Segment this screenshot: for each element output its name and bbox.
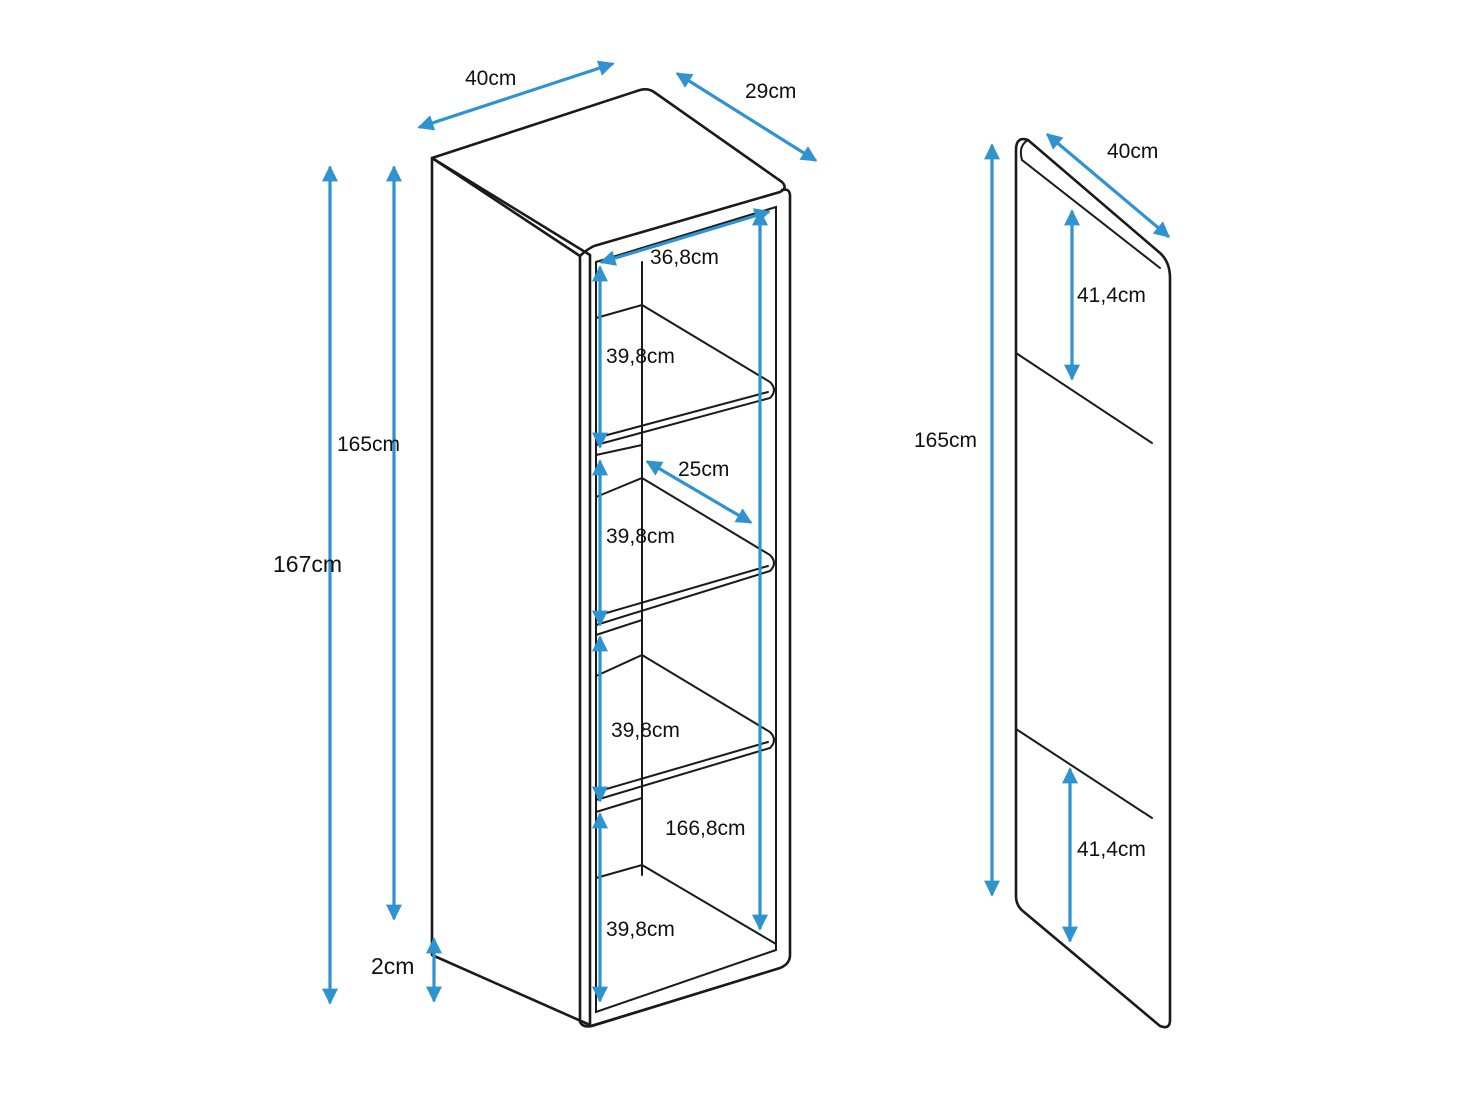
compartment-3-label: 39,8cm (611, 719, 680, 742)
cabinet-drawing (430, 88, 792, 1028)
door-drawing (1014, 137, 1172, 1029)
door-top-divider (1015, 352, 1153, 444)
cabinet-top-panel (430, 88, 786, 258)
cabinet-depth-label: 29cm (745, 80, 796, 103)
door-outline (1014, 137, 1172, 1029)
cabinet-front-frame (578, 188, 792, 1028)
body-height-label: 165cm (337, 433, 400, 456)
door-width-label: 40cm (1107, 140, 1158, 163)
door-edge (1019, 139, 1161, 269)
shelf-3 (595, 618, 775, 801)
dimension-labels: 40cm 29cm 167cm 165cm 2cm 36,8cm 25cm 16… (273, 67, 1158, 979)
inner-width-arrow (599, 208, 771, 266)
shelf-depth-arrow (645, 460, 753, 524)
inner-height-label: 166,8cm (665, 817, 746, 840)
door-top-section-label: 41,4cm (1077, 284, 1146, 307)
cabinet-side-panel (430, 156, 592, 1027)
inner-width-label: 36,8cm (650, 246, 719, 269)
door-bottom-divider (1015, 728, 1153, 819)
shelf-1 (595, 303, 775, 446)
compartment-1-label: 39,8cm (606, 345, 675, 368)
shelf-2 (595, 443, 775, 626)
cabinet-width-label: 40cm (465, 67, 516, 90)
compartment-4-label: 39,8cm (606, 918, 675, 941)
bottom-compartment (589, 796, 781, 1027)
door-height-label: 165cm (914, 429, 977, 452)
cabinet-depth-arrow (675, 72, 818, 162)
door-bottom-section-label: 41,4cm (1077, 838, 1146, 861)
door-width-arrow (1045, 133, 1171, 238)
shelf-depth-label: 25cm (678, 458, 729, 481)
compartment-2-label: 39,8cm (606, 525, 675, 548)
cabinet-width-arrow (417, 60, 615, 131)
total-height-label: 167cm (273, 551, 342, 577)
dimension-arrows (322, 60, 1171, 1005)
bottom-gap-label: 2cm (371, 953, 414, 979)
